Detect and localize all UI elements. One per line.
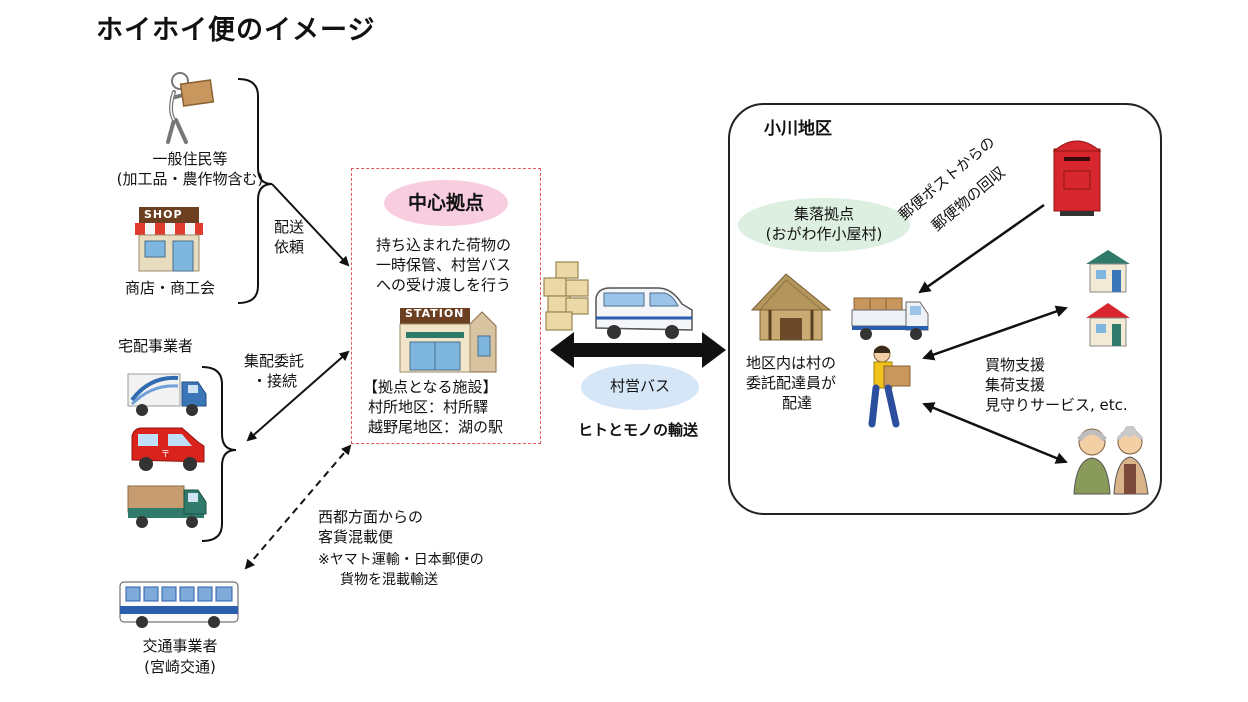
shop-sign-text: SHOP — [144, 208, 183, 221]
page-title: ホイホイ便のイメージ — [96, 15, 376, 46]
hub-title-oval — [384, 180, 508, 226]
bracket-left — [201, 366, 237, 542]
shop-label: 商店・商工会 — [124, 279, 215, 297]
village-hub-label-2: (おがわ作小屋村) — [765, 225, 883, 243]
delivery-text-1: 地区内は村の — [746, 354, 837, 372]
village-hub-oval — [738, 198, 910, 252]
request-label-2: 依頼 — [274, 238, 305, 256]
village-area — [728, 103, 1162, 515]
residents-label: 一般住民等 — [152, 150, 228, 168]
hub-facility-2: 越野尾地区：湖の駅 — [368, 418, 504, 436]
village-van-icon — [595, 287, 693, 339]
hub-box — [351, 168, 541, 444]
person-carrying-box-icon — [166, 72, 215, 144]
bus-route-oval — [581, 364, 699, 410]
mixed-cargo-note-2: 貨物を混載輸送 — [340, 572, 438, 588]
hub-facility-1: 村所地区：村所驛 — [368, 398, 489, 416]
postbox-icon — [1052, 140, 1102, 216]
hub-desc-1: 持ち込まれた荷物の — [376, 236, 512, 254]
hub-facilities-heading: 【拠点となる施設】 — [363, 378, 498, 396]
thatched-hut-icon — [750, 273, 832, 341]
bus-route-label: 村営バス — [609, 377, 670, 395]
support-text-1: 買物支援 — [985, 356, 1046, 374]
transit-bus-icon — [119, 581, 239, 628]
station-icon — [399, 308, 497, 373]
bus-route-caption: ヒトとモノの輸送 — [578, 421, 699, 439]
delivery-text-2: 委託配達員が — [746, 374, 837, 392]
bus-route-arrow — [550, 332, 726, 368]
mixed-cargo-label-2: 客貨混載便 — [318, 528, 394, 546]
residents-sublabel: (加工品・農作物含む) — [116, 170, 264, 188]
shop-icon — [135, 207, 203, 272]
transit-label: 交通事業者 — [142, 637, 218, 655]
hub-title: 中心拠点 — [407, 192, 484, 214]
post-van-icon: 〒 — [131, 427, 205, 471]
village-hub-label-1: 集落拠点 — [793, 205, 854, 223]
mixed-cargo-note-1: ※ヤマト運輸・日本郵便の — [318, 552, 484, 568]
mixed-cargo-label-1: 西都方面からの — [318, 508, 424, 526]
hub-desc-2: 一時保管、村営バス — [376, 256, 512, 274]
svg-text:〒: 〒 — [161, 450, 170, 460]
delivery-companies-label: 宅配事業者 — [118, 337, 194, 355]
elderly-couple-icon — [1073, 426, 1149, 495]
houses-icon — [1086, 250, 1130, 347]
delivery-text-3: 配達 — [782, 394, 813, 412]
support-text-2: 集荷支援 — [985, 376, 1046, 394]
delivery-person-icon — [868, 345, 911, 428]
cargo-boxes-icon — [543, 261, 589, 331]
hub-desc-3: への受け渡しを行う — [376, 276, 512, 294]
village-name: 小川地区 — [764, 119, 832, 139]
request-label-1: 配送 — [274, 218, 305, 236]
truck-icon — [127, 373, 207, 416]
station-sign-text: STATION — [405, 307, 465, 320]
green-truck-icon — [127, 485, 207, 528]
transit-sublabel: (宮崎交通) — [144, 658, 216, 676]
